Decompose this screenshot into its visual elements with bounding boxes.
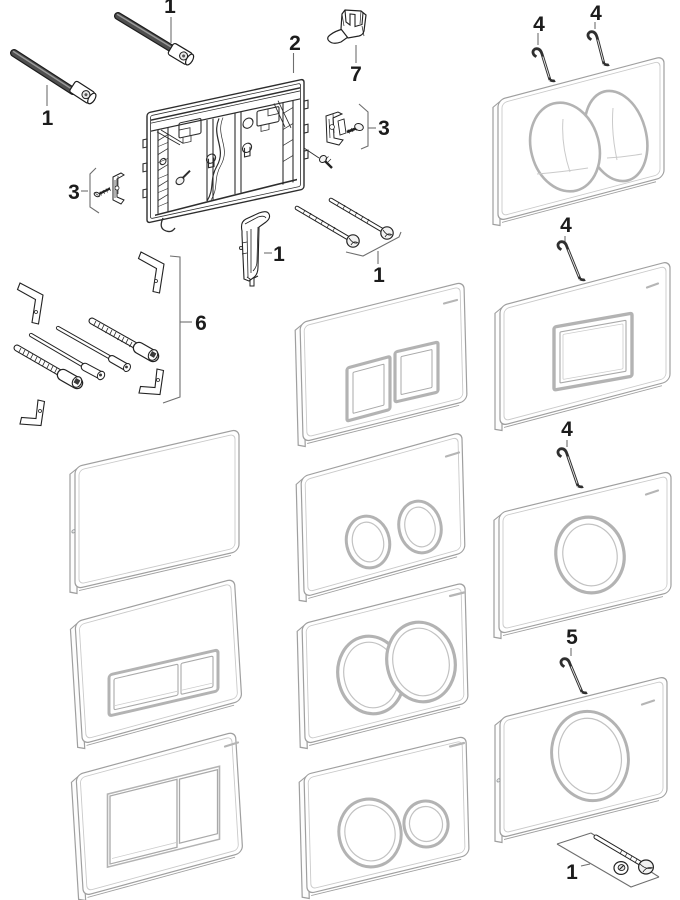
svg-text:3: 3 <box>378 117 390 140</box>
svg-text:2: 2 <box>289 32 301 55</box>
svg-text:1: 1 <box>566 861 578 884</box>
svg-text:4: 4 <box>533 13 545 36</box>
svg-text:3: 3 <box>68 181 80 204</box>
svg-text:1: 1 <box>273 243 285 266</box>
svg-text:6: 6 <box>195 312 207 335</box>
svg-text:4: 4 <box>560 214 572 237</box>
svg-text:4: 4 <box>561 418 573 441</box>
svg-text:1: 1 <box>164 0 176 18</box>
svg-text:7: 7 <box>350 63 362 86</box>
svg-text:4: 4 <box>590 2 602 25</box>
svg-text:1: 1 <box>373 264 385 287</box>
svg-text:5: 5 <box>566 626 578 649</box>
svg-text:1: 1 <box>42 107 54 130</box>
